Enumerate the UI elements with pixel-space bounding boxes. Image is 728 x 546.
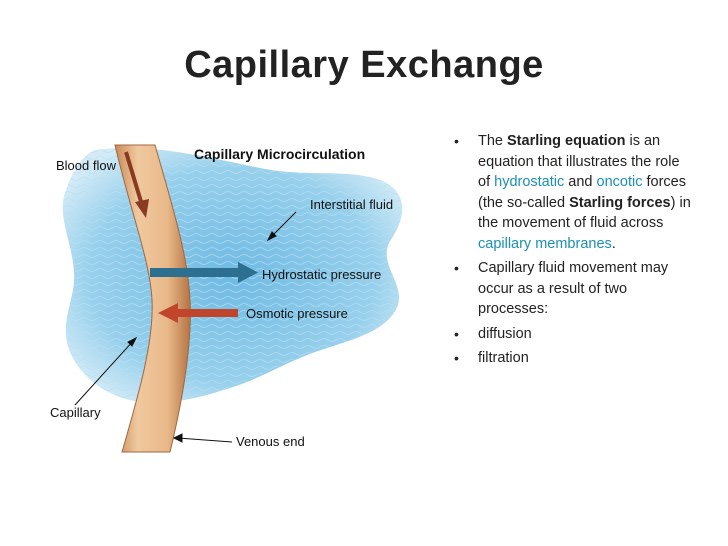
osmotic-pressure-label: Osmotic pressure — [246, 306, 348, 321]
text-span: is an equation that illustrates the role… — [478, 133, 680, 190]
blood-flow-label: Blood flow — [56, 158, 117, 173]
diagram-heading: Capillary Microcirculation — [194, 146, 365, 162]
interstitial-fluid-label: Interstitial fluid — [310, 197, 393, 212]
hydrostatic-pressure-label: Hydrostatic pressure — [262, 267, 381, 282]
capillary-membranes-link[interactable]: capillary membranes — [478, 235, 612, 252]
text-span: ) in the movement of fluid across — [478, 194, 691, 232]
capillary-vessel — [114, 144, 191, 453]
blood-flow-arrow — [124, 151, 149, 218]
bullet-dot: • — [454, 260, 459, 276]
list-item: • diffusion — [452, 324, 692, 345]
list-item-text: filtration — [478, 350, 529, 366]
oncotic-link[interactable]: oncotic — [596, 174, 643, 190]
hydrostatic-pressure-arrow — [150, 262, 258, 283]
venous-end-label: Venous end — [236, 434, 305, 449]
capillary-label: Capillary — [50, 405, 101, 420]
text-span: . — [611, 235, 616, 252]
starling-forces-term: Starling forces — [569, 194, 671, 211]
bullet-dot: • — [454, 350, 459, 366]
osmotic-pressure-arrow — [158, 303, 238, 323]
list-item: • Capillary fluid movement may occur as a… — [452, 258, 692, 320]
text-span: forces (the so-called — [478, 174, 686, 211]
bullet-dot: • — [454, 325, 459, 342]
list-item-text: Capillary fluid movement may occur as a … — [478, 260, 669, 317]
list-item-text: diffusion — [478, 325, 532, 342]
text-span: and — [564, 174, 597, 190]
hydrostatic-link[interactable]: hydrostatic — [494, 174, 565, 190]
list-item: • filtration — [452, 348, 692, 369]
bullet-list: • The Starling equation is an equation th… — [452, 131, 692, 373]
bullet-dot: • — [454, 133, 459, 149]
text-span: The — [478, 133, 508, 149]
starling-equation-term: Starling equation — [507, 133, 626, 149]
slide-title: Capillary Exchange — [184, 44, 544, 86]
label-pointer-lines — [74, 211, 297, 443]
list-item: • The Starling equation is an equation th… — [452, 131, 692, 254]
